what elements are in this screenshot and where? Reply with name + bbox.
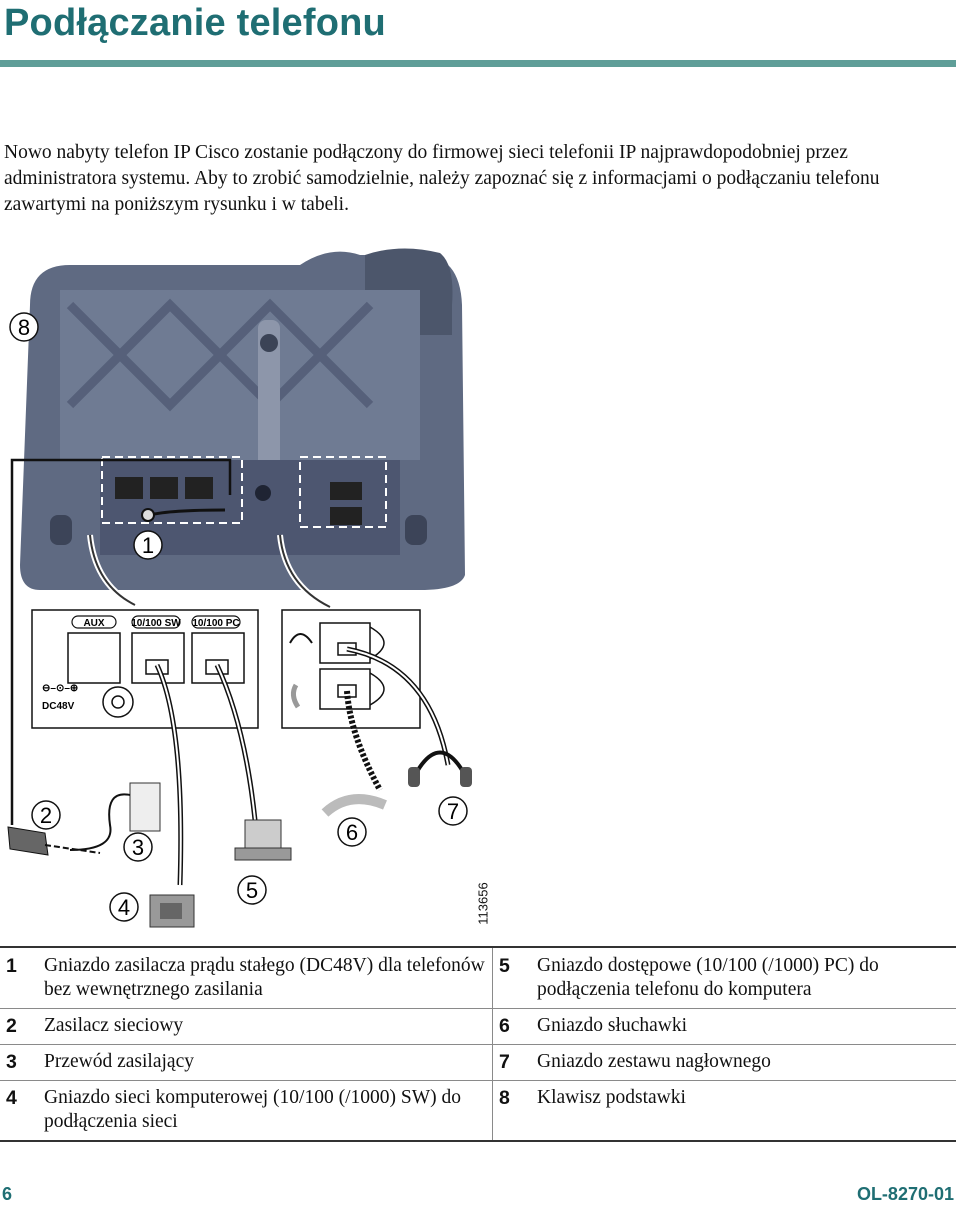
table-row: 1 Gniazdo zasilacza prądu stałego (DC48V… [0, 946, 956, 1009]
svg-text:1: 1 [142, 533, 154, 558]
callout-2: 2 [31, 800, 61, 830]
callout-7: 7 [438, 796, 468, 826]
callout-6: 6 [337, 817, 367, 847]
page-title: Podłączanie telefonu [4, 2, 386, 44]
svg-text:7: 7 [447, 799, 459, 824]
legend-description: Klawisz podstawki [533, 1080, 956, 1142]
legend-number: 2 [0, 1008, 40, 1045]
legend-description: Przewód zasilający [40, 1044, 493, 1081]
legend-number: 6 [492, 1008, 533, 1045]
legend-number: 5 [492, 946, 533, 1009]
callout-1: 1 [133, 530, 163, 560]
callout-8: 8 [9, 312, 39, 342]
legend-table: 1 Gniazdo zasilacza prądu stałego (DC48V… [0, 946, 956, 1142]
sw-port-label: 10/100 SW [131, 618, 181, 629]
legend-description: Gniazdo zasilacza prądu stałego (DC48V) … [40, 946, 493, 1009]
intro-paragraph: Nowo nabyty telefon IP Cisco zostanie po… [4, 142, 880, 215]
document-id: OL-8270-01 [856, 1184, 954, 1204]
title-rule [0, 60, 956, 67]
svg-text:⊖–⊙–⊕: ⊖–⊙–⊕ [42, 683, 78, 694]
svg-text:2: 2 [40, 803, 52, 828]
phone-connection-figure: AUX 10/100 SW 10/100 PC ⊖–⊙–⊕ DC48V [0, 245, 500, 935]
table-row: 4 Gniazdo sieci komputerowej (10/100 (/1… [0, 1080, 956, 1142]
svg-text:6: 6 [346, 820, 358, 845]
legend-description: Gniazdo dostępowe (10/100 (/1000) PC) do… [533, 946, 956, 1009]
phone-base-photo [20, 248, 465, 590]
svg-text:3: 3 [132, 835, 144, 860]
aux-port-label: AUX [83, 618, 104, 629]
legend-description: Gniazdo słuchawki [533, 1008, 956, 1045]
page-number: 6 [2, 1184, 13, 1204]
legend-number: 7 [492, 1044, 533, 1081]
callout-4: 4 [109, 892, 139, 922]
pc-port-label: 10/100 PC [192, 618, 239, 629]
legend-number: 4 [0, 1080, 40, 1142]
legend-number: 8 [492, 1080, 533, 1142]
table-row: 2 Zasilacz sieciowy 6 Gniazdo słuchawki [0, 1008, 956, 1045]
legend-description: Gniazdo sieci komputerowej (10/100 (/100… [40, 1080, 493, 1142]
legend-description: Zasilacz sieciowy [40, 1008, 493, 1045]
svg-text:8: 8 [18, 315, 30, 340]
svg-text:5: 5 [246, 878, 258, 903]
legend-number: 1 [0, 946, 40, 1009]
svg-text:4: 4 [118, 895, 130, 920]
callout-5: 5 [237, 875, 267, 905]
figure-number: 113656 [475, 882, 491, 925]
callout-3: 3 [123, 832, 153, 862]
table-row: 3 Przewód zasilający 7 Gniazdo zestawu n… [0, 1044, 956, 1081]
legend-number: 3 [0, 1044, 40, 1081]
legend-description: Gniazdo zestawu nagłownego [533, 1044, 956, 1081]
dc48v-label: DC48V [42, 701, 75, 712]
